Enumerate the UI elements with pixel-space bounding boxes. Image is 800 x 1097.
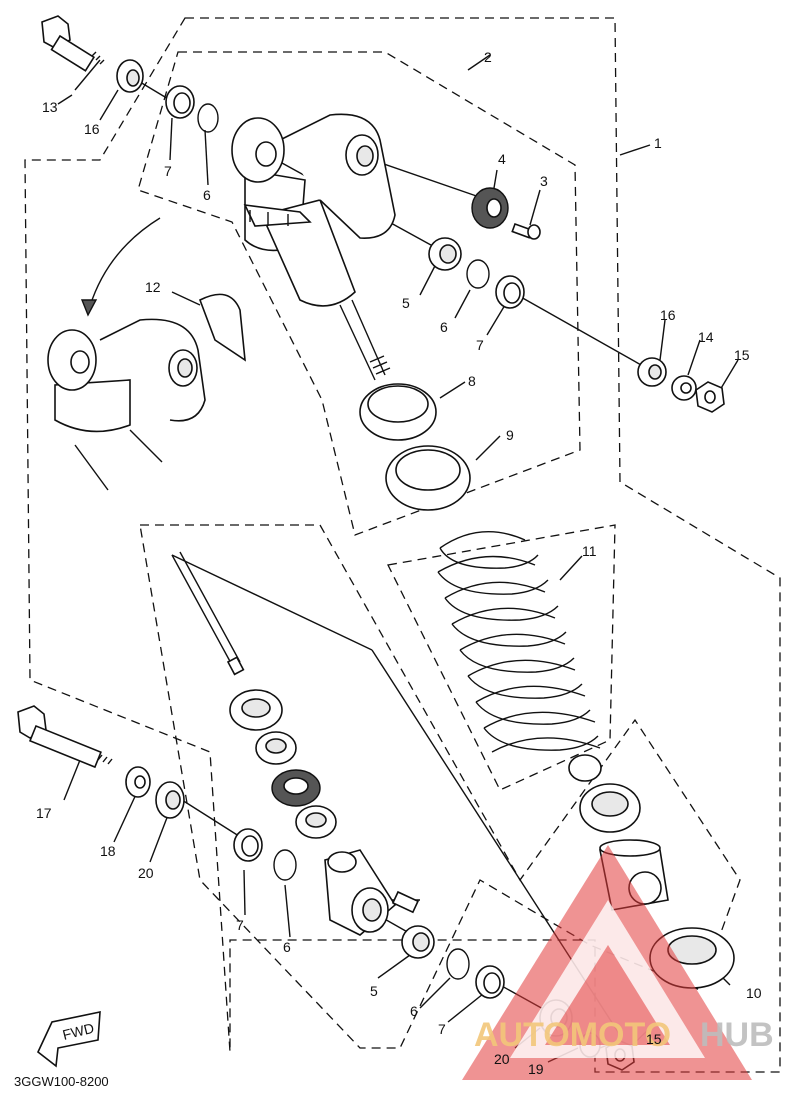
callout-19: 19 <box>528 1061 544 1077</box>
callout-16-upper: 16 <box>84 121 100 137</box>
bearing-7-upper <box>165 85 195 119</box>
watermark-auto-text: AUTOMOTO <box>474 1016 671 1054</box>
callout-5-lower: 5 <box>370 983 378 999</box>
shock-absorber-body <box>231 113 396 381</box>
seal-stack <box>229 689 337 839</box>
callout-5-upper: 5 <box>402 295 410 311</box>
callout-10: 10 <box>746 985 762 1001</box>
callout-15-lower: 15 <box>646 1031 662 1047</box>
spring-11 <box>437 530 601 753</box>
assembly-1-outline <box>24 17 781 1073</box>
callout-20-left: 20 <box>138 865 154 881</box>
bearing-7-mid <box>495 275 525 309</box>
washer-18 <box>125 766 151 798</box>
callout-8: 8 <box>468 373 476 389</box>
spring-group-outline <box>387 524 616 791</box>
callout-6-mid: 6 <box>440 319 448 335</box>
adjuster-4 <box>471 187 509 229</box>
callout-9: 9 <box>506 427 514 443</box>
circlip-6-upper <box>197 103 219 133</box>
alternate-view <box>47 217 246 491</box>
diagram-code: 3GGW100-8200 <box>14 1074 109 1089</box>
callout-7-lower-right: 7 <box>438 1021 446 1037</box>
callout-6-lower-left: 6 <box>283 939 291 955</box>
bearing-7-lower-left <box>233 828 263 862</box>
collar-16-right <box>637 357 667 387</box>
lower-eye <box>324 849 420 936</box>
bolt-17 <box>17 705 113 769</box>
collar-5-upper <box>428 237 462 271</box>
assembly-2-outline <box>137 51 581 536</box>
callout-labels: 1 2 3 4 5 5 6 6 6 6 7 7 7 7 8 9 10 11 12… <box>36 49 762 1077</box>
fwd-arrow: FWD <box>37 1011 101 1068</box>
callout-1: 1 <box>654 135 662 151</box>
automotohub-watermark: AUTOMOTO HUB <box>462 845 774 1080</box>
circlip-6-lower-left <box>273 849 297 881</box>
callout-7-lower-left: 7 <box>236 917 244 933</box>
callout-6-lower-right: 6 <box>410 1003 418 1019</box>
collar-5-lower <box>401 925 435 959</box>
callout-11: 11 <box>582 543 597 559</box>
nut-15-right <box>695 381 725 413</box>
callout-12: 12 <box>145 279 161 295</box>
washer-14 <box>671 375 697 401</box>
push-rod <box>171 551 245 676</box>
watermark-hub-text: HUB <box>700 1016 774 1054</box>
collar-16-upper <box>116 59 144 93</box>
callout-7-mid: 7 <box>476 337 484 353</box>
callout-2: 2 <box>484 49 492 65</box>
callout-7-upper: 7 <box>164 163 172 179</box>
callout-6-upper: 6 <box>203 187 211 203</box>
callout-3: 3 <box>540 173 548 189</box>
screw-3 <box>511 222 541 240</box>
bearing-7-lower-right <box>475 965 505 999</box>
callout-16-right: 16 <box>660 307 676 323</box>
circlip-6-lower-right <box>446 948 470 980</box>
callout-17: 17 <box>36 805 52 821</box>
circlip-6-mid <box>466 259 490 289</box>
bolt-13 <box>41 15 105 72</box>
locknut-8 <box>359 383 437 441</box>
callout-15-right: 15 <box>734 347 750 363</box>
callout-14: 14 <box>698 329 714 345</box>
callout-20-right: 20 <box>494 1051 510 1067</box>
collar-20-left <box>155 781 185 819</box>
fwd-label: FWD <box>61 1020 96 1043</box>
callout-4: 4 <box>498 151 506 167</box>
callout-13: 13 <box>42 99 58 115</box>
callout-18: 18 <box>100 843 116 859</box>
adjusting-nut-9 <box>385 445 471 511</box>
